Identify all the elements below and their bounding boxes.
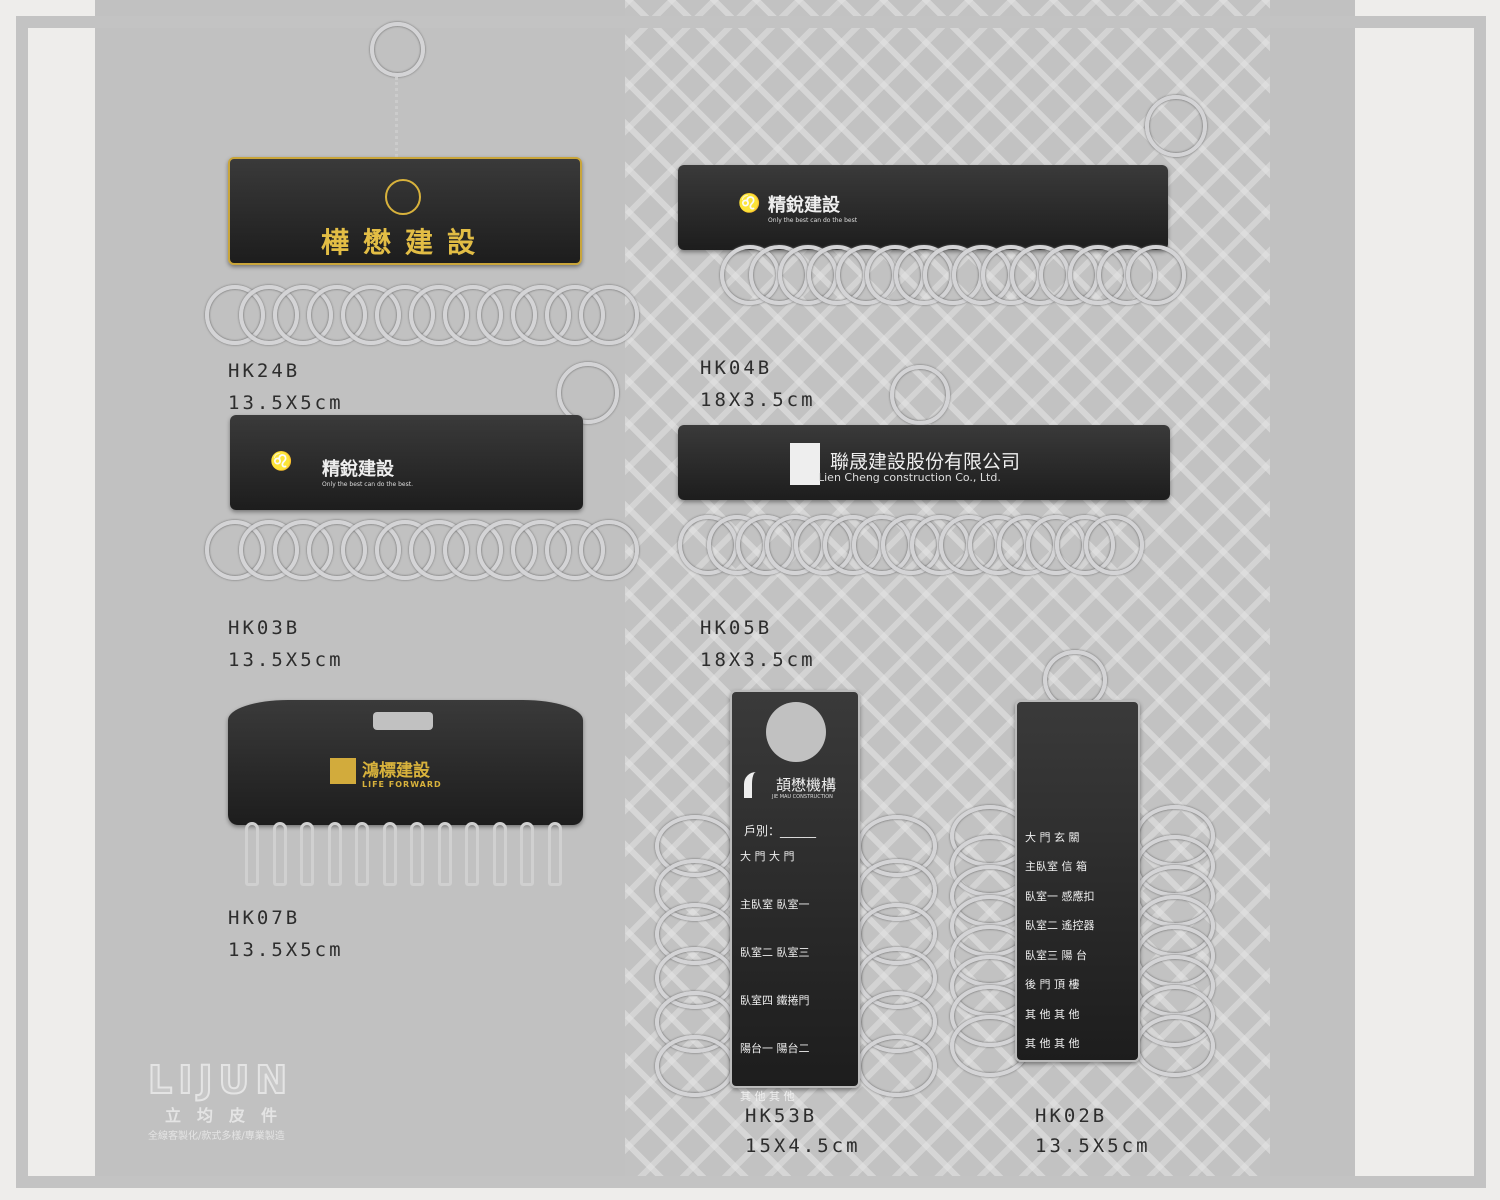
snap-hook — [245, 822, 259, 886]
row-label: 其 他 其 他 — [740, 1090, 795, 1103]
key-ring — [655, 1035, 735, 1097]
tagline: Lien Cheng construction Co., Ltd. — [818, 471, 1001, 484]
tagline: Only the best can do the best. — [322, 481, 414, 488]
product-code: HK04B — [700, 357, 773, 379]
key-ring — [1135, 1015, 1215, 1077]
row-label: 臥室三 陽 台 — [1025, 948, 1087, 962]
snap-hook — [437, 822, 452, 886]
top-key-ring — [370, 22, 425, 77]
snap-hook — [272, 822, 287, 886]
tagline: JIE MAU CONSTRUCTION — [772, 794, 833, 800]
key-holder-plate: 大 門 玄 關 主臥室 信 箱 臥室一 感應扣 臥室二 遙控器 臥室三 陽 台 … — [1015, 700, 1140, 1062]
label-rows: 大 門 玄 關 主臥室 信 箱 臥室一 感應扣 臥室二 遙控器 臥室三 陽 台 … — [1017, 822, 1138, 1058]
product-code: HK02B — [1035, 1105, 1108, 1127]
snap-hook — [300, 822, 314, 886]
product-code: HK07B — [228, 907, 301, 929]
label-rows: 大 門 大 門 主臥室 臥室一 臥室二 臥室三 臥室四 鐵捲門 陽台一 陽台二 … — [732, 832, 858, 1120]
key-ring — [1126, 245, 1186, 305]
key-ring — [579, 285, 639, 345]
row-label: 主臥室 臥室一 — [740, 898, 810, 911]
product-code: HK03B — [228, 617, 301, 639]
snap-hook — [547, 822, 562, 886]
logo-slogan: 全線客製化/款式多樣/專業製造 — [148, 1131, 285, 1142]
top-key-ring — [1145, 95, 1207, 157]
ring-row — [205, 520, 639, 580]
row-label: 後 門 頂 樓 — [1025, 978, 1080, 992]
logo-wordmark: LIJUN — [147, 1057, 294, 1103]
row-label: 大 門 大 門 — [740, 850, 795, 863]
snap-hook — [492, 822, 507, 886]
product-size: 18X3.5cm — [700, 649, 816, 671]
row-label: 其 他 其 他 — [1025, 1037, 1080, 1051]
ring-column-right — [1135, 805, 1215, 1077]
brand-text: 聯晟建設股份有限公司 — [830, 451, 1021, 473]
row-label: 大 門 玄 關 — [1025, 830, 1080, 844]
top-key-ring — [890, 365, 950, 425]
key-holder-plate: ♌ 精銳建設 Only the best can do the best. — [230, 415, 583, 510]
key-holder-plate: 鴻標建設 LIFE FORWARD — [228, 700, 583, 825]
tagline: LIFE FORWARD — [362, 780, 442, 789]
ring-column-right — [857, 815, 937, 1097]
brand-logo-icon — [330, 758, 356, 784]
product-size: 13.5X5cm — [228, 392, 344, 414]
chain — [395, 77, 399, 157]
unit-field: 戶別：______ — [744, 824, 817, 838]
row-label: 臥室二 遙控器 — [1025, 919, 1095, 933]
product-size: 13.5X5cm — [1035, 1135, 1151, 1157]
top-key-ring — [557, 362, 619, 424]
ring-row — [720, 245, 1186, 305]
hanging-hole — [766, 702, 826, 762]
lion-logo-icon: ♌ — [738, 193, 761, 214]
brand-text: 精銳建設 — [322, 459, 394, 480]
product-size: 15X4.5cm — [745, 1135, 861, 1157]
emblem-icon — [385, 179, 421, 215]
product-code: HK05B — [700, 617, 773, 639]
brand-text: 鴻標建設 — [362, 761, 430, 781]
key-ring — [579, 520, 639, 580]
product-size: 18X3.5cm — [700, 389, 816, 411]
product-code: HK53B — [745, 1105, 818, 1127]
ring-row — [205, 285, 639, 345]
key-holder-plate: 聯晟建設股份有限公司 Lien Cheng construction Co., … — [678, 425, 1170, 500]
snap-hook — [520, 822, 534, 886]
key-holder-plate: 頡懋機構 JIE MAU CONSTRUCTION 戶別：______ 大 門 … — [730, 690, 860, 1103]
brand-text: 頡懋機構 — [776, 776, 837, 794]
logo-name: 立均皮件 — [165, 1106, 294, 1125]
snap-hook — [355, 822, 369, 886]
key-ring — [1084, 515, 1144, 575]
brand-text: 樺懋建設 — [320, 226, 489, 259]
row-label: 主臥室 信 箱 — [1025, 860, 1087, 874]
hook-row — [245, 822, 575, 886]
ring-column-left — [655, 815, 735, 1097]
row-label: 臥室四 鐵捲門 — [740, 994, 810, 1007]
row-label: 陽台一 陽台二 — [740, 1042, 810, 1055]
building-logo-icon — [790, 443, 820, 485]
row-label: 臥室二 臥室三 — [740, 946, 810, 959]
snap-hook — [410, 822, 424, 886]
tagline: Only the best can do the best — [768, 217, 858, 224]
product-size: 13.5X5cm — [228, 939, 344, 961]
brand-text: 精銳建設 — [768, 195, 840, 216]
ring-row — [678, 515, 1144, 575]
row-label: 其 他 其 他 — [1025, 1007, 1080, 1021]
product-code: HK24B — [228, 360, 301, 382]
key-ring — [857, 1035, 937, 1097]
hanging-slot — [373, 712, 433, 730]
snap-hook — [382, 822, 397, 886]
row-label: 臥室一 感應扣 — [1025, 889, 1095, 903]
snap-hook — [465, 822, 479, 886]
snap-hook — [327, 822, 342, 886]
product-size: 13.5X5cm — [228, 649, 344, 671]
lion-logo-icon: ♌ — [270, 451, 293, 472]
key-holder-plate: 樺懋建設 — [228, 157, 582, 265]
brand-logo-icon — [744, 772, 768, 798]
key-holder-plate: ♌ 精銳建設 Only the best can do the best — [678, 165, 1168, 250]
